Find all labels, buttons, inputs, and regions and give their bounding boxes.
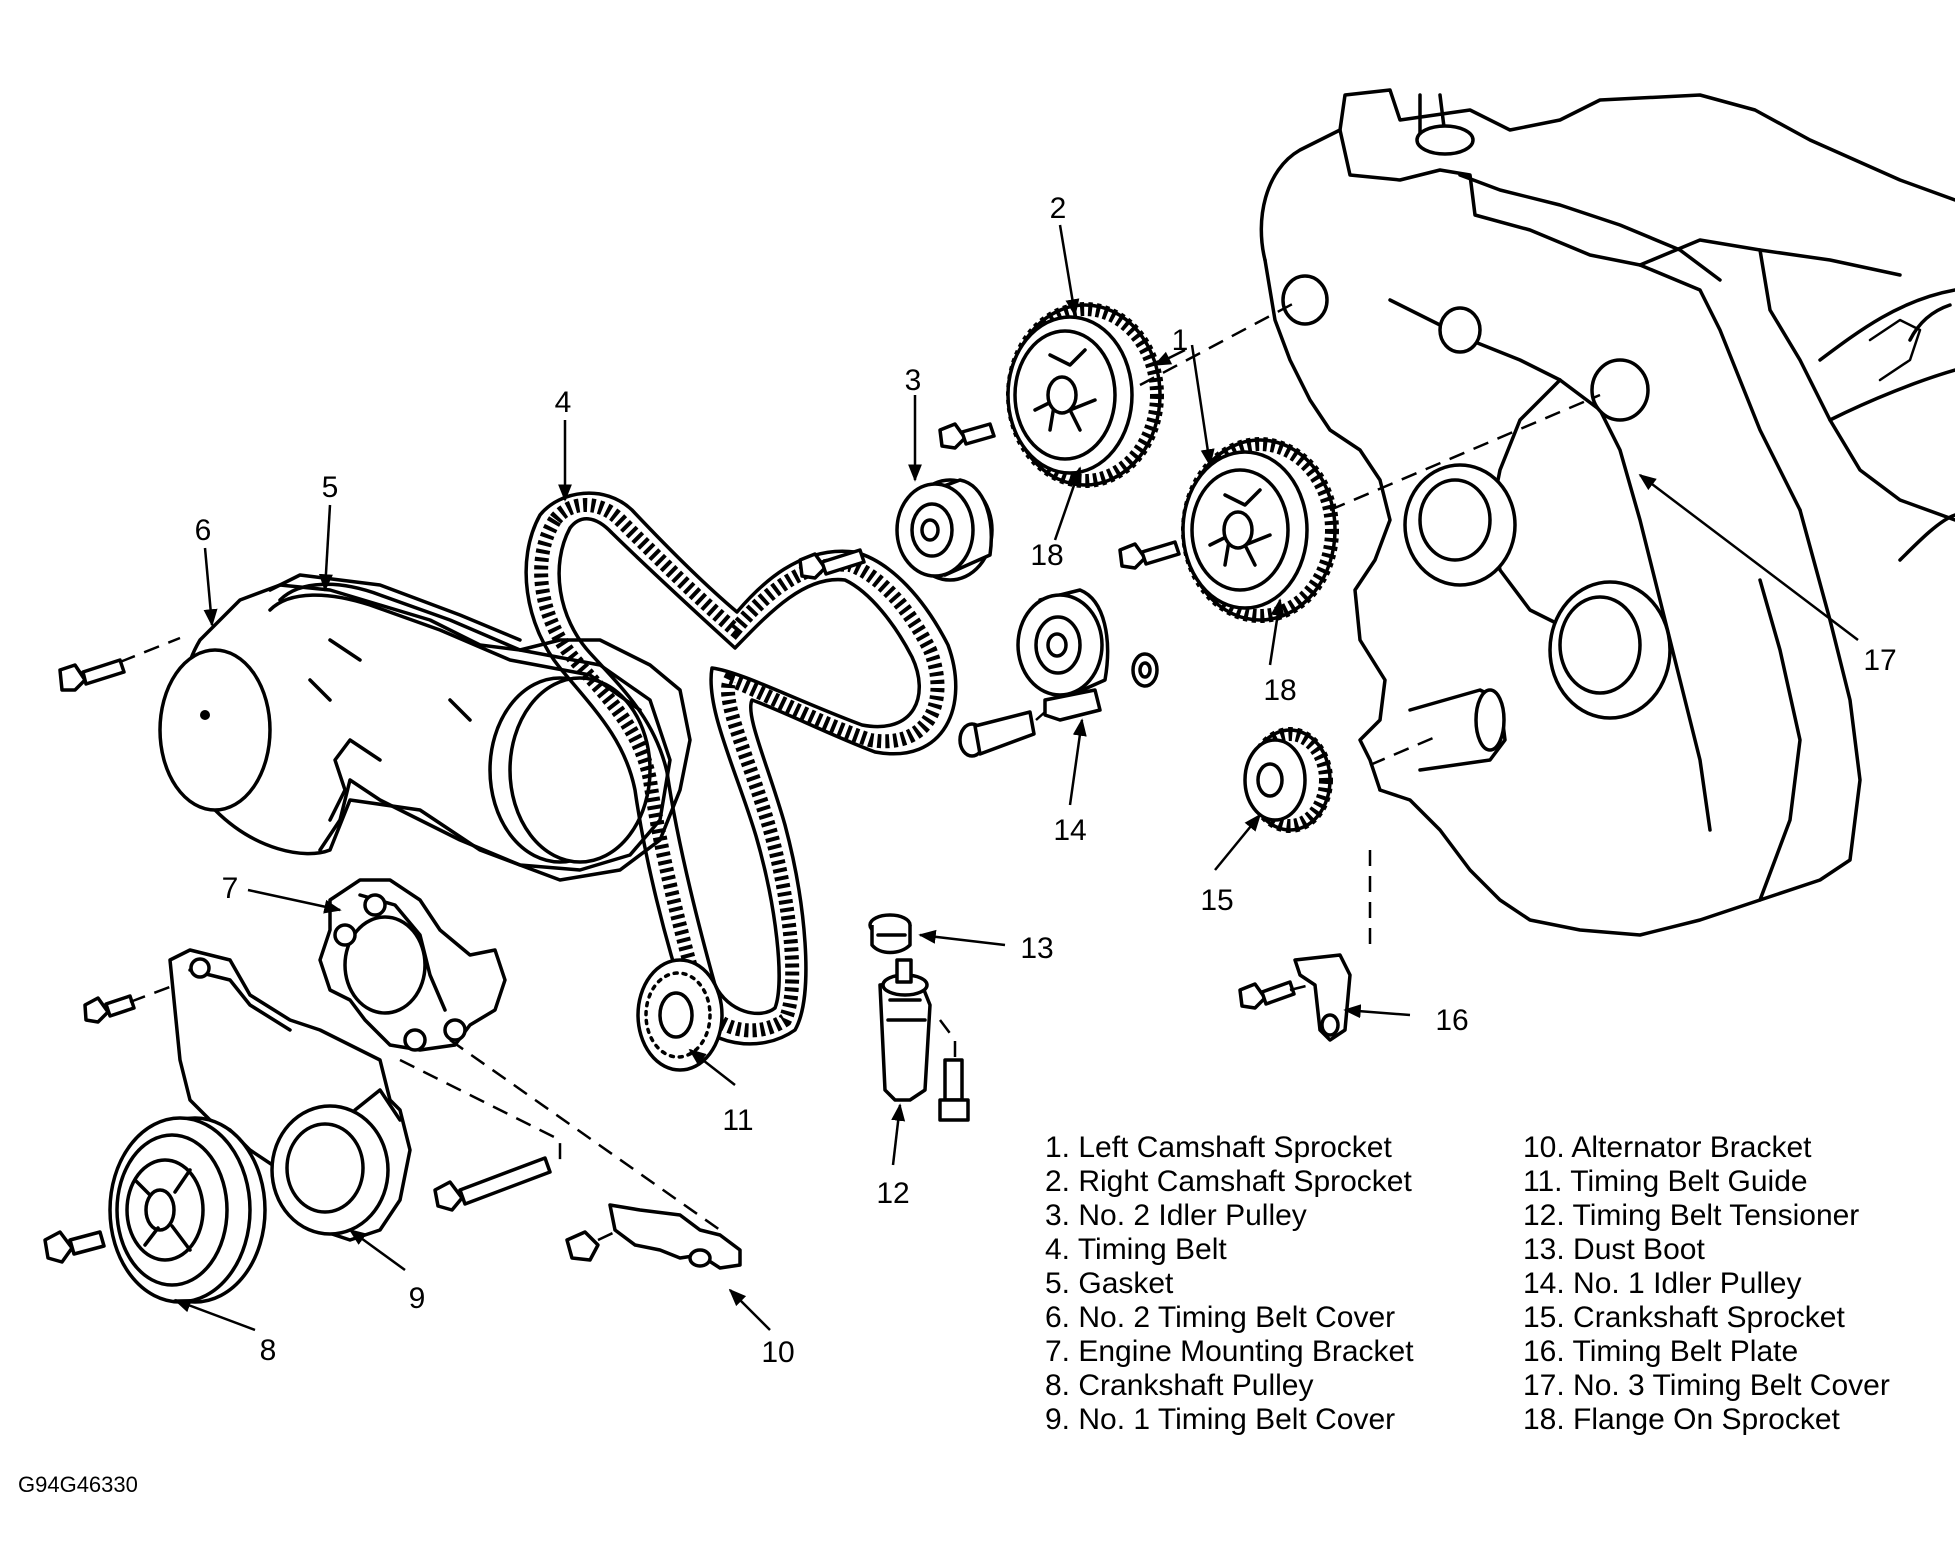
legend-item-14: 14. No. 1 Idler Pulley — [1523, 1267, 1801, 1300]
alternator-bracket — [608, 1203, 742, 1270]
figure-code: G94G46330 — [18, 1472, 138, 1497]
legend-item-3: 3. No. 2 Idler Pulley — [1045, 1199, 1307, 1232]
legend-item-7: 7. Engine Mounting Bracket — [1045, 1335, 1414, 1368]
engine-block — [1259, 88, 1955, 937]
dust-boot — [868, 913, 912, 955]
legend-column-right: 10. Alternator Bracket 11. Timing Belt G… — [1523, 1131, 1890, 1436]
alignment-lines — [119, 298, 1601, 1242]
bolt-idler2-top — [938, 422, 996, 450]
callout-10: 10 — [761, 1336, 794, 1369]
fasteners — [43, 422, 1296, 1264]
callout-1: 1 — [1172, 324, 1189, 357]
callout-18b: 18 — [1263, 674, 1296, 707]
callout-7: 7 — [222, 872, 239, 905]
bolt-belt-plate — [1238, 980, 1296, 1010]
callout-16: 16 — [1435, 1004, 1468, 1037]
bolt-cover-upper — [58, 658, 126, 692]
callout-5: 5 — [322, 471, 339, 504]
legend-item-16: 16. Timing Belt Plate — [1523, 1335, 1798, 1368]
long-bolt-bracket — [433, 1156, 552, 1212]
bolt-cover-lower — [83, 994, 136, 1024]
callout-6: 6 — [195, 514, 212, 547]
timing-belt-tensioner — [878, 958, 932, 1102]
legend-item-13: 13. Dust Boot — [1523, 1233, 1705, 1266]
legend-item-9: 9. No. 1 Timing Belt Cover — [1045, 1403, 1395, 1436]
callout-2: 2 — [1050, 192, 1067, 225]
no2-idler-pulley — [895, 478, 994, 582]
legend: 1. Left Camshaft Sprocket 2. Right Camsh… — [1045, 1131, 1890, 1436]
callout-11: 11 — [722, 1104, 753, 1137]
bolt-crank-pulley — [43, 1230, 106, 1264]
legend-item-17: 17. No. 3 Timing Belt Cover — [1523, 1369, 1890, 1402]
callout-8: 8 — [260, 1334, 277, 1367]
legend-item-15: 15. Crankshaft Sprocket — [1523, 1301, 1845, 1334]
legend-item-2: 2. Right Camshaft Sprocket — [1045, 1165, 1412, 1198]
callout-15: 15 — [1200, 884, 1233, 917]
callout-9: 9 — [409, 1282, 426, 1315]
no1-idler-pulley — [1016, 588, 1110, 722]
legend-item-1: 1. Left Camshaft Sprocket — [1045, 1131, 1392, 1164]
timing-belt — [524, 491, 958, 1046]
left-camshaft-sprocket — [1181, 437, 1339, 623]
engine-mounting-bracket — [318, 878, 507, 1052]
legend-item-5: 5. Gasket — [1045, 1267, 1174, 1300]
bolt-camshaft — [1118, 540, 1181, 570]
callout-13: 13 — [1020, 932, 1053, 965]
timing-belt-guide — [636, 958, 724, 1072]
legend-item-4: 4. Timing Belt — [1045, 1233, 1227, 1266]
legend-item-8: 8. Crankshaft Pulley — [1045, 1369, 1313, 1402]
nut-alternator-bracket — [565, 1230, 600, 1262]
callout-14: 14 — [1053, 814, 1086, 847]
timing-belt-plate — [1293, 953, 1352, 1042]
no2-timing-belt-cover — [158, 573, 692, 882]
legend-item-11: 11. Timing Belt Guide — [1523, 1165, 1808, 1198]
leader-lines — [173, 224, 1859, 1332]
right-camshaft-sprocket — [1006, 302, 1164, 488]
callout-17: 17 — [1863, 644, 1896, 677]
callout-18a: 18 — [1030, 539, 1063, 572]
no1-timing-belt-cover — [168, 948, 412, 1242]
legend-column-left: 1. Left Camshaft Sprocket 2. Right Camsh… — [1045, 1131, 1414, 1436]
callout-3: 3 — [905, 364, 922, 397]
bolt-tensioner — [938, 1058, 970, 1122]
gasket — [268, 582, 672, 872]
legend-item-18: 18. Flange On Sprocket — [1523, 1403, 1841, 1436]
legend-item-12: 12. Timing Belt Tensioner — [1523, 1199, 1859, 1232]
bolt-idler2-mid — [798, 548, 866, 580]
crankshaft-sprocket — [1243, 727, 1333, 833]
washer-idler1 — [1131, 652, 1159, 688]
crankshaft-pulley — [108, 1116, 267, 1304]
callout-12: 12 — [876, 1177, 909, 1210]
legend-item-10: 10. Alternator Bracket — [1523, 1131, 1812, 1164]
pin-idler1 — [958, 710, 1036, 758]
callout-numbers: 1 2 3 4 5 6 7 8 9 10 11 12 13 14 15 16 1… — [195, 192, 1897, 1369]
callout-4: 4 — [555, 386, 572, 419]
legend-item-6: 6. No. 2 Timing Belt Cover — [1045, 1301, 1395, 1334]
